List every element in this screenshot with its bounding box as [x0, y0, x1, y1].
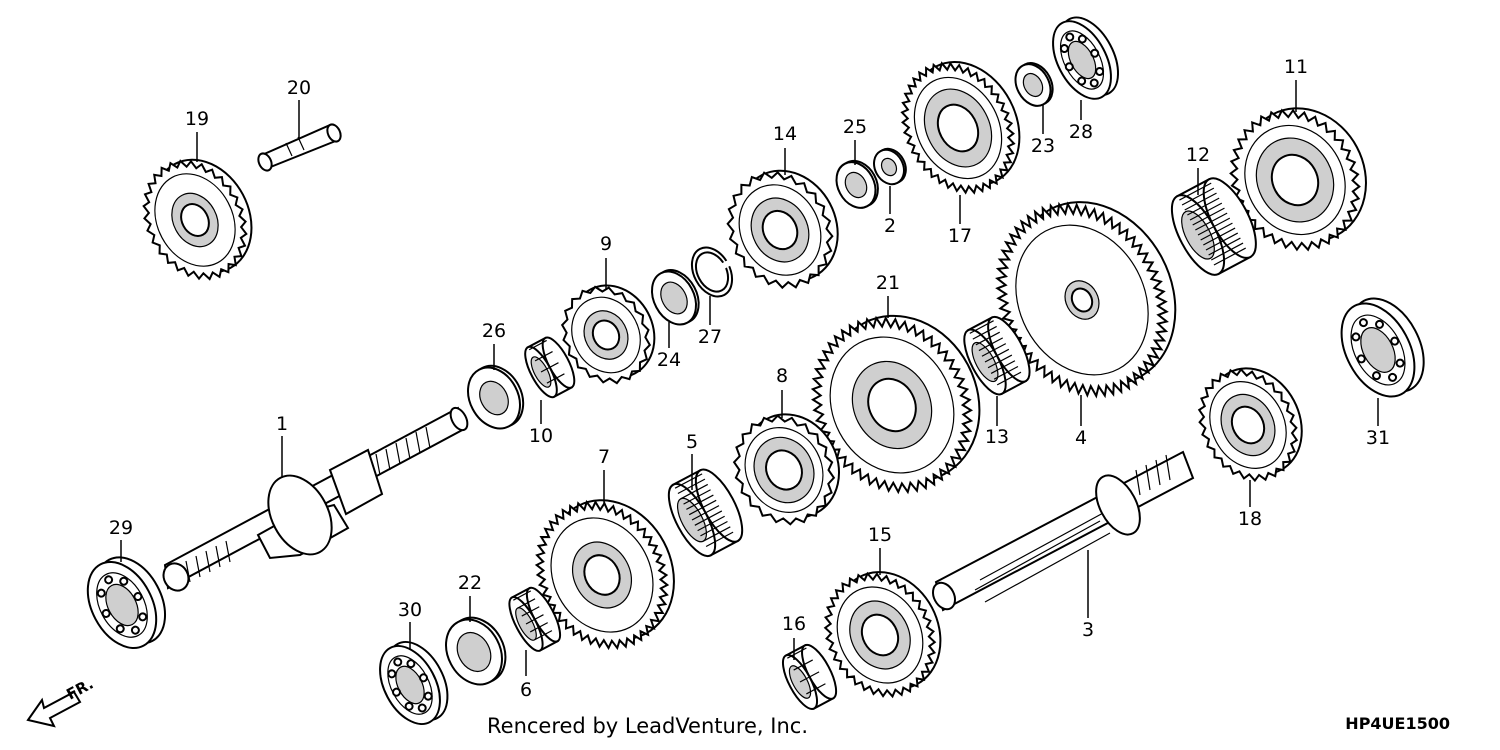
part-5-bushing[interactable] — [660, 463, 752, 562]
label-1: 1 — [276, 413, 288, 435]
label-20: 20 — [287, 77, 311, 99]
label-19: 19 — [185, 108, 209, 130]
label-3: 3 — [1082, 619, 1094, 641]
part-11-gear[interactable] — [1206, 84, 1390, 273]
part-29-bearing[interactable] — [74, 546, 179, 660]
front-direction-arrow: FR. — [26, 675, 96, 728]
label-29: 29 — [109, 517, 133, 539]
part-15-gear[interactable] — [804, 551, 962, 716]
label-15: 15 — [868, 524, 892, 546]
label-21: 21 — [876, 272, 900, 294]
part-21-gear[interactable] — [783, 285, 1010, 520]
part-3-countershaft[interactable] — [929, 450, 1195, 613]
label-17: 17 — [948, 225, 972, 247]
part-23-washer[interactable] — [1009, 57, 1060, 112]
part-30-bearing[interactable] — [368, 632, 460, 734]
label-11: 11 — [1284, 56, 1308, 78]
part-8-gear[interactable] — [716, 396, 858, 542]
part-31-bearing[interactable] — [1327, 286, 1439, 409]
label-31: 31 — [1366, 427, 1390, 449]
part-24-washer[interactable] — [643, 262, 707, 332]
label-10: 10 — [529, 425, 553, 447]
label-30: 30 — [398, 599, 422, 621]
label-16: 16 — [782, 613, 806, 635]
part-4-gear[interactable] — [964, 169, 1208, 426]
label-23: 23 — [1031, 135, 1055, 157]
label-8: 8 — [776, 365, 788, 387]
label-7: 7 — [598, 446, 610, 468]
part-20-pin[interactable] — [256, 122, 343, 172]
label-26: 26 — [482, 320, 506, 342]
label-25: 25 — [843, 116, 867, 138]
label-18: 18 — [1238, 508, 1262, 530]
label-4: 4 — [1075, 427, 1087, 449]
part-1-mainshaft[interactable] — [159, 405, 471, 595]
part-6-bushing[interactable] — [503, 584, 566, 656]
part-28-bearing[interactable] — [1041, 8, 1130, 108]
label-6: 6 — [520, 679, 532, 701]
label-24: 24 — [657, 349, 681, 371]
part-10-bushing[interactable] — [519, 333, 580, 401]
label-5: 5 — [686, 431, 698, 453]
part-13-bushing[interactable] — [956, 311, 1037, 400]
diagram-code: HP4UE1500 — [1345, 714, 1450, 733]
label-27: 27 — [698, 326, 722, 348]
part-18-gear[interactable] — [1180, 349, 1321, 497]
part-9-gear[interactable] — [545, 269, 671, 399]
label-28: 28 — [1069, 121, 1093, 143]
part-12-bushing[interactable] — [1161, 171, 1266, 283]
part-labels: 1 2 3 4 5 6 7 8 9 10 11 12 13 14 15 16 1… — [109, 56, 1390, 701]
label-14: 14 — [773, 123, 797, 145]
part-27-clip[interactable] — [684, 240, 742, 304]
part-17-gear[interactable] — [880, 40, 1042, 212]
part-19-gear[interactable] — [124, 140, 272, 297]
part-25-washer[interactable] — [829, 154, 886, 215]
part-16-bushing[interactable] — [776, 640, 842, 713]
part-14-gear[interactable] — [708, 150, 858, 306]
part-22-washer[interactable] — [435, 608, 516, 694]
footer-credit: Rencered by LeadVenture, Inc. — [487, 714, 808, 738]
part-26-washer[interactable] — [458, 357, 534, 438]
label-12: 12 — [1186, 144, 1210, 166]
label-9: 9 — [600, 233, 612, 255]
part-2-washer[interactable] — [868, 144, 911, 190]
label-13: 13 — [985, 426, 1009, 448]
label-22: 22 — [458, 572, 482, 594]
label-2: 2 — [884, 215, 896, 237]
